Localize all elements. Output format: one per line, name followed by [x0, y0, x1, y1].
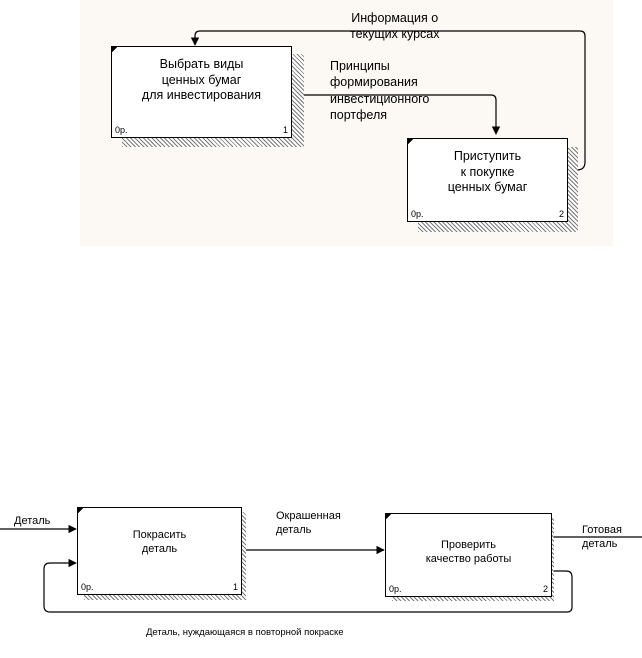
activity-box-1[interactable]: Выбрать виды ценных бумаг для инвестиров… [111, 46, 292, 138]
arrows-layer [0, 524, 642, 613]
activity-name: Приступить к покупке ценных бумаг [447, 149, 528, 195]
arrow-label-output: Готовая деталь [582, 524, 622, 551]
activity-box-2[interactable]: Приступить к покупке ценных бумаг 0р. 2 [407, 138, 568, 222]
arrow-label-repaint: Деталь, нуждающаяся в повторной покраске [146, 627, 344, 638]
activity-number: 1 [282, 125, 288, 135]
activity-cost: 0р. [389, 584, 402, 594]
activity-cost: 0р. [81, 582, 94, 592]
activity-box-paint[interactable]: Покрасить деталь 0р. 1 [77, 507, 242, 595]
arrow-label-current-rates: Информация о текущих курсах [350, 11, 440, 42]
arrow-label-painted: Окрашенная деталь [276, 510, 341, 537]
activity-number: 2 [558, 209, 564, 219]
arrow-label-input: Деталь [14, 515, 51, 527]
activity-cost: 0р. [411, 209, 424, 219]
activity-name: Покрасить деталь [132, 529, 187, 555]
activity-number: 1 [232, 582, 238, 592]
arrow-repaint-feedback [43, 558, 573, 613]
arrows-layer [190, 30, 586, 171]
activity-number: 2 [542, 584, 548, 594]
activity-name: Проверить качество работы [425, 539, 512, 565]
diagram-painting: Покрасить деталь 0р. 1 Проверить качеств… [0, 476, 642, 658]
arrow-current-rates-feedback [190, 30, 586, 171]
arrow-principles [292, 94, 501, 135]
arrow-label-principles: Принципы формирования инвестиционного по… [330, 59, 430, 122]
diagram-investment: Выбрать виды ценных бумаг для инвестиров… [80, 0, 613, 246]
activity-cost: 0р. [115, 125, 128, 135]
activity-name: Выбрать виды ценных бумаг для инвестиров… [141, 57, 262, 103]
activity-box-check[interactable]: Проверить качество работы 0р. 2 [385, 513, 552, 597]
